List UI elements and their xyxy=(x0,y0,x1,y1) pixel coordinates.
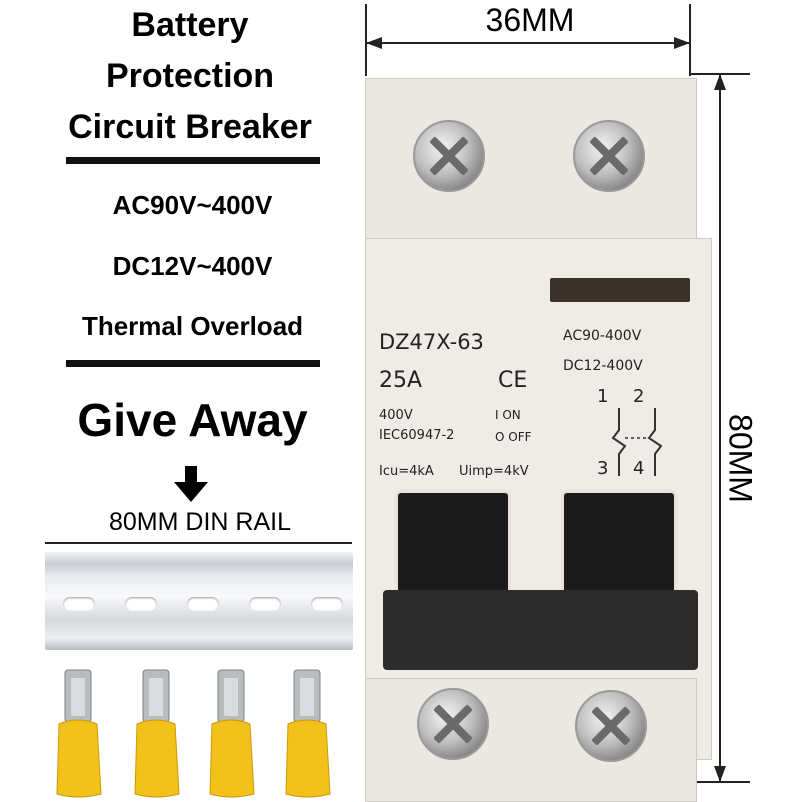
rail-slot xyxy=(125,597,157,611)
circuit-breaker: DZ47X-63 25A CE 400V IEC60947-2 I ON O O… xyxy=(365,78,720,802)
dimension-height-arrow xyxy=(690,73,750,783)
spec-ac: AC90V~400V xyxy=(112,190,273,220)
standard: IEC60947-2 xyxy=(379,428,455,443)
rail-slot xyxy=(63,597,95,611)
screw-icon xyxy=(575,690,647,762)
divider-top xyxy=(66,157,320,164)
terminal-3-label: 3 xyxy=(597,458,609,479)
spec-dc: DC12V~400V xyxy=(112,251,273,281)
indicator-window xyxy=(550,278,690,302)
ce-mark: CE xyxy=(498,368,528,393)
headline-line-1: Battery xyxy=(131,6,249,44)
din-rail xyxy=(45,552,353,650)
voltage-left: 400V xyxy=(379,408,413,423)
screw-icon xyxy=(413,120,485,192)
headline-line-2: Protection xyxy=(105,57,275,95)
ac-rating: AC90-400V xyxy=(563,328,642,344)
breaker-bottom-housing xyxy=(365,678,697,802)
on-label: I ON xyxy=(495,408,521,422)
rail-slot xyxy=(249,597,281,611)
terminal-2-label: 2 xyxy=(633,386,645,407)
dimension-width-arrow xyxy=(365,4,691,76)
spec-thermal: Thermal Overload xyxy=(81,311,304,341)
rail-dimension-line xyxy=(45,542,352,544)
screw-icon xyxy=(573,120,645,192)
dimension-height-label: 80MM xyxy=(722,414,759,503)
wiring-diagram-icon xyxy=(611,408,663,476)
rail-slot xyxy=(187,597,219,611)
arrow-down-icon xyxy=(174,466,208,502)
crimp-terminal xyxy=(56,669,102,798)
off-label: O OFF xyxy=(495,430,532,444)
terminal-4-label: 4 xyxy=(633,458,645,479)
headline: Battery Protection Circuit Breaker xyxy=(0,0,380,153)
divider-bottom xyxy=(66,360,320,367)
dc-rating: DC12-400V xyxy=(563,358,643,374)
headline-line-3: Circuit Breaker xyxy=(68,108,312,146)
crimp-terminal xyxy=(285,669,331,798)
uimp-rating: Uimp=4kV xyxy=(459,464,529,479)
toggle-link-bar[interactable] xyxy=(383,590,698,670)
rail-slot xyxy=(311,597,343,611)
dimension-width-label: 36MM xyxy=(485,2,575,38)
breaker-model: DZ47X-63 xyxy=(379,330,484,354)
crimp-terminal xyxy=(134,669,180,798)
terminal-1-label: 1 xyxy=(597,386,609,407)
icu-rating: Icu=4kA xyxy=(379,464,434,479)
give-away-heading: Give Away xyxy=(77,394,308,446)
crimp-terminal xyxy=(209,669,255,798)
screw-icon xyxy=(417,688,489,760)
breaker-current: 25A xyxy=(379,368,423,393)
rail-label: 80MM DIN RAIL xyxy=(109,508,291,536)
